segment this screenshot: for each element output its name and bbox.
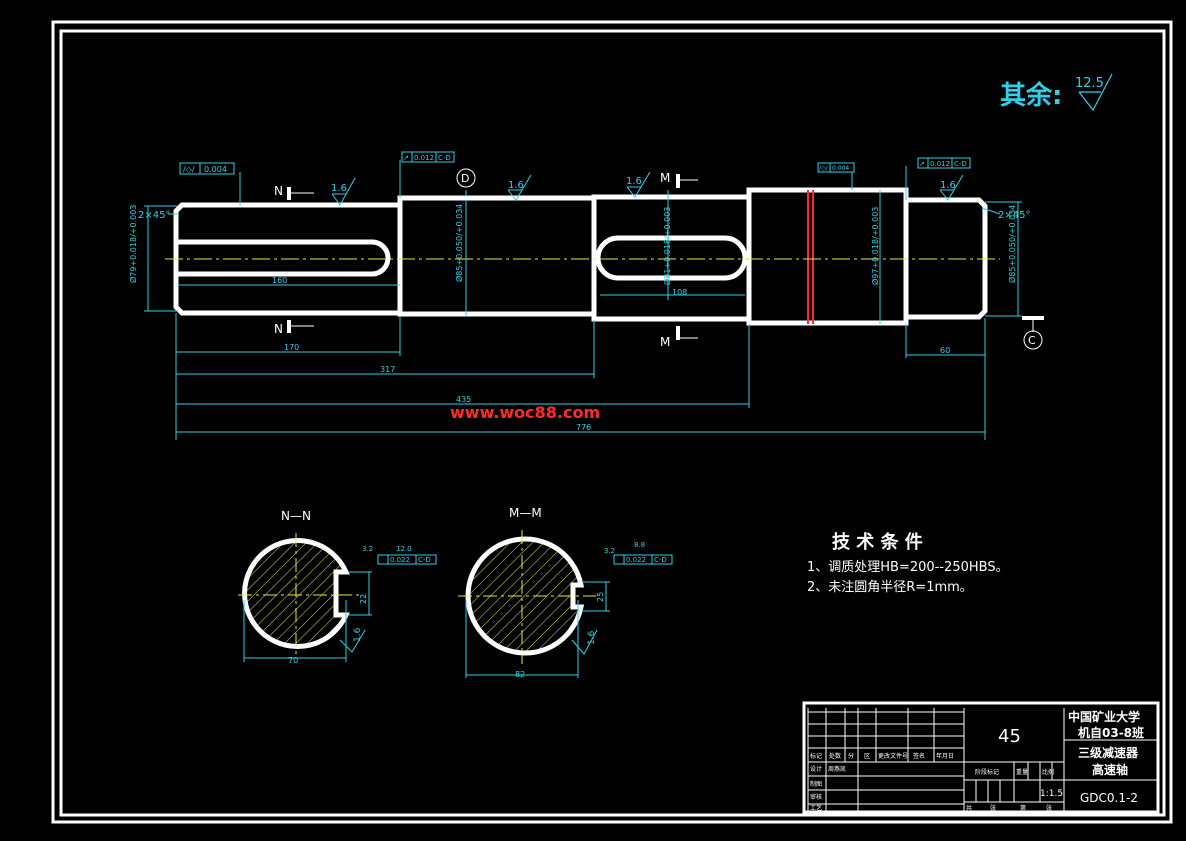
- svg-text:区: 区: [864, 753, 870, 760]
- svg-text:12.0: 12.0: [396, 545, 412, 553]
- dia-85-b: Ø85+0.050/+0.034: [1007, 205, 1017, 283]
- svg-text:M: M: [660, 335, 670, 349]
- svg-text:82: 82: [515, 670, 525, 679]
- svg-text:签名: 签名: [913, 752, 925, 760]
- svg-text:标记: 标记: [810, 752, 822, 760]
- tb-part: 高速轴: [1092, 762, 1128, 777]
- shaft-outline: [173, 187, 988, 326]
- svg-text:制图: 制图: [810, 780, 822, 788]
- tb-class: 机自03-8班: [1078, 725, 1144, 740]
- svg-text:第: 第: [1020, 804, 1026, 812]
- chamfer-right: 2×45°: [998, 210, 1030, 221]
- datum-d-circle: [456, 168, 476, 188]
- roughness-note-symbol: [1078, 73, 1113, 112]
- section-nn: N—N 70 22 3.2 12.0 0.022 C-D 1.6: [238, 509, 437, 665]
- dia-97: Ø97+0.018/+0.003: [870, 207, 880, 285]
- tb-material: 45: [998, 726, 1021, 747]
- dimension-lines: [144, 160, 1022, 440]
- svg-text:3.2: 3.2: [604, 547, 615, 555]
- svg-text:处数: 处数: [829, 752, 841, 760]
- svg-text:1.6: 1.6: [587, 630, 597, 645]
- dia-79: Ø79+0.018/+0.003: [128, 205, 138, 283]
- svg-text:更改文件号: 更改文件号: [878, 752, 908, 760]
- datum-c-label: C: [1028, 334, 1036, 347]
- svg-text:N: N: [274, 322, 283, 336]
- dim-60: 60: [940, 346, 950, 355]
- dim-keyway-mid: 108: [672, 288, 687, 297]
- svg-text:0.022: 0.022: [626, 556, 646, 564]
- svg-text:8.8: 8.8: [634, 541, 645, 549]
- svg-text:设计: 设计: [810, 765, 822, 773]
- dia-85-a: Ø85+0.050/+0.034: [454, 204, 464, 282]
- svg-text:工艺: 工艺: [810, 804, 822, 812]
- svg-text:N: N: [274, 184, 283, 198]
- svg-text:1.6: 1.6: [331, 183, 347, 194]
- svg-text:C-D: C-D: [418, 556, 431, 564]
- datum-d-label: D: [461, 172, 469, 185]
- tb-code: GDC0.1-2: [1080, 791, 1138, 805]
- tb-product: 三级减速器: [1078, 745, 1139, 760]
- svg-text:1.6: 1.6: [508, 180, 524, 191]
- svg-text:M: M: [660, 171, 670, 185]
- roughness-note-value: 12.5: [1075, 76, 1104, 91]
- svg-text:C-D: C-D: [438, 154, 451, 162]
- dim-170: 170: [284, 343, 299, 352]
- datum-c-circle: [1023, 330, 1043, 350]
- svg-text:N—N: N—N: [281, 509, 311, 523]
- svg-text:0.004: 0.004: [832, 165, 849, 172]
- svg-text:0.012: 0.012: [414, 154, 434, 162]
- roughness-note-label: 其余:: [1000, 80, 1062, 111]
- dim-317: 317: [380, 365, 395, 374]
- svg-text:审核: 审核: [810, 793, 822, 801]
- dim-776: 776: [576, 423, 591, 432]
- svg-text:1.6: 1.6: [940, 180, 956, 191]
- svg-text:/◇/: /◇/: [819, 165, 829, 172]
- svg-text:3.2: 3.2: [362, 545, 373, 553]
- svg-text:C-D: C-D: [954, 160, 967, 168]
- svg-text:↗: ↗: [403, 154, 409, 162]
- tolerance-frames: /◇/ 0.004 ↗ 0.012 C-D /◇/ 0.004 ↗ 0.012 …: [179, 151, 971, 175]
- section-markers: N N M M: [274, 171, 698, 349]
- svg-text:70: 70: [288, 656, 298, 665]
- outer-frame: [51, 20, 1173, 824]
- tb-school: 中国矿业大学: [1068, 709, 1140, 724]
- title-block: 45 中国矿业大学 机自03-8班 三级减速器 高速轴 1:1.5 GDC0.1…: [802, 701, 1160, 814]
- svg-text:周燕凯: 周燕凯: [828, 765, 846, 773]
- svg-text:1.6: 1.6: [353, 627, 363, 642]
- dim-435: 435: [456, 395, 471, 404]
- svg-text:0.012: 0.012: [930, 160, 950, 168]
- svg-text:0.022: 0.022: [390, 556, 410, 564]
- svg-text:1.6: 1.6: [626, 176, 642, 187]
- svg-text:C-D: C-D: [654, 556, 667, 564]
- svg-text:分: 分: [848, 752, 854, 760]
- svg-text:0.004: 0.004: [204, 165, 227, 174]
- tb-scale: 1:1.5: [1040, 789, 1063, 799]
- dim-keyway-left: 160: [272, 276, 287, 285]
- svg-text:比例: 比例: [1042, 768, 1054, 776]
- svg-text:25: 25: [596, 592, 605, 602]
- watermark: www.woc88.com: [450, 403, 600, 422]
- svg-text:张: 张: [1046, 804, 1052, 812]
- svg-text:张: 张: [990, 804, 996, 812]
- svg-text:↗: ↗: [919, 160, 925, 168]
- shaft-roughness: 1.6 1.6 1.6 1.6: [331, 171, 964, 206]
- svg-text:共: 共: [966, 804, 972, 812]
- chamfer-left: 2×45°: [138, 210, 170, 221]
- dia-81: Ø81+0.018/+0.003: [662, 207, 672, 285]
- svg-text:22: 22: [359, 594, 368, 604]
- svg-text:阶段标记: 阶段标记: [975, 768, 999, 776]
- inner-frame: [59, 29, 1166, 817]
- svg-text:重量: 重量: [1016, 768, 1028, 776]
- svg-text:/◇/: /◇/: [183, 165, 195, 174]
- tech-title: 技 术 条 件: [832, 531, 923, 553]
- section-mm: M—M 82 25 3.2 8.8 0.022 C-D 1.6: [458, 506, 673, 679]
- svg-text:M—M: M—M: [509, 506, 542, 520]
- tech-item-1: 1、调质处理HB=200--250HBS。: [807, 560, 1009, 575]
- svg-text:年月日: 年月日: [936, 752, 954, 760]
- tech-item-2: 2、未注圆角半径R=1mm。: [807, 580, 973, 595]
